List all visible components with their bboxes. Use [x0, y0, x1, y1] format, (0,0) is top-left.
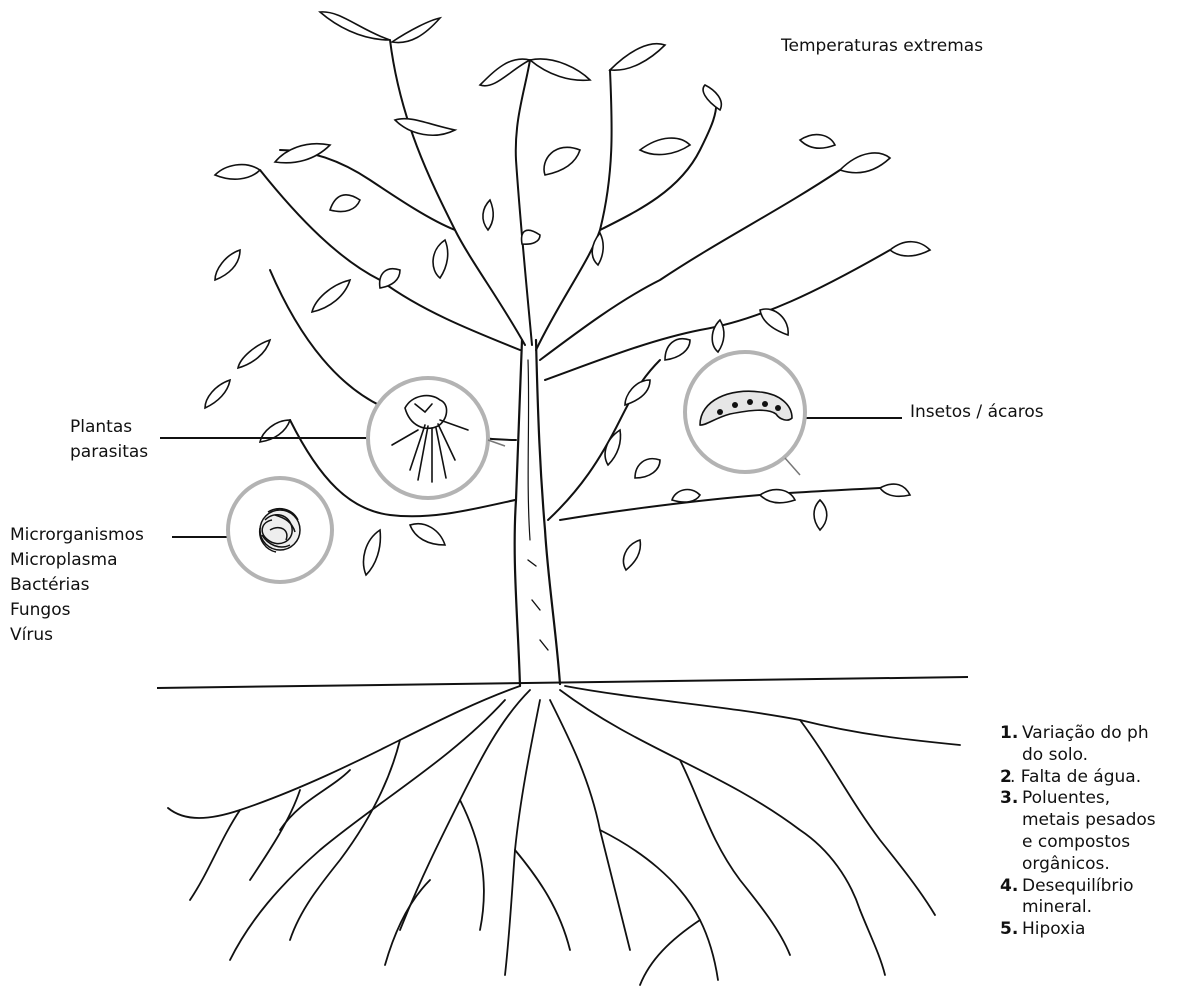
tree-roots	[168, 686, 960, 985]
ground-line	[157, 677, 968, 688]
soil-factor-text: Desequilíbrio mineral.	[1022, 876, 1134, 920]
tree-trunk	[515, 340, 560, 686]
soil-factor-text: Variação do ph do solo.	[1022, 723, 1149, 767]
soil-factor-item: 4. Desequilíbrio mineral.	[1000, 876, 1177, 920]
tree-branches	[260, 40, 890, 520]
soil-factor-text: . Falta de água.	[1010, 767, 1141, 789]
parasitic-plants-label: Plantas parasitas	[70, 415, 148, 465]
soil-factors-list: 1. Variação do ph do solo. 2 . Falta de …	[1000, 723, 1177, 941]
soil-factor-item: 1. Variação do ph do solo.	[1000, 723, 1177, 767]
soil-factor-item: 5. Hipoxia	[1000, 919, 1177, 941]
microorganisms-label: Microrganismos Microplasma Bactérias Fun…	[10, 523, 144, 648]
soil-factor-number: 2	[1000, 767, 1010, 789]
soil-factor-number: 5.	[1000, 919, 1022, 941]
bacteria-item: Bactérias	[10, 573, 144, 598]
virus-item: Vírus	[10, 623, 144, 648]
fungi-item: Fungos	[10, 598, 144, 623]
soil-factor-item: 2 . Falta de água.	[1000, 767, 1177, 789]
microplasma-item: Microplasma	[10, 548, 144, 573]
soil-factor-item: 3. Poluentes, metais pesados e compostos…	[1000, 788, 1177, 875]
soil-factor-text: Hipoxia	[1022, 919, 1085, 941]
temperature-label: Temperaturas extremas	[781, 34, 983, 59]
parasitic-plants-line-2: parasitas	[70, 440, 148, 465]
parasitic-plants-line-1: Plantas	[70, 415, 148, 440]
soil-factor-number: 3.	[1000, 788, 1022, 875]
soil-factor-number: 1.	[1000, 723, 1022, 767]
insects-label: Insetos / ácaros	[910, 400, 1044, 425]
soil-factor-text: Poluentes, metais pesados e compostos or…	[1022, 788, 1156, 875]
microorganisms-item: Microrganismos	[10, 523, 144, 548]
soil-factor-number: 4.	[1000, 876, 1022, 920]
